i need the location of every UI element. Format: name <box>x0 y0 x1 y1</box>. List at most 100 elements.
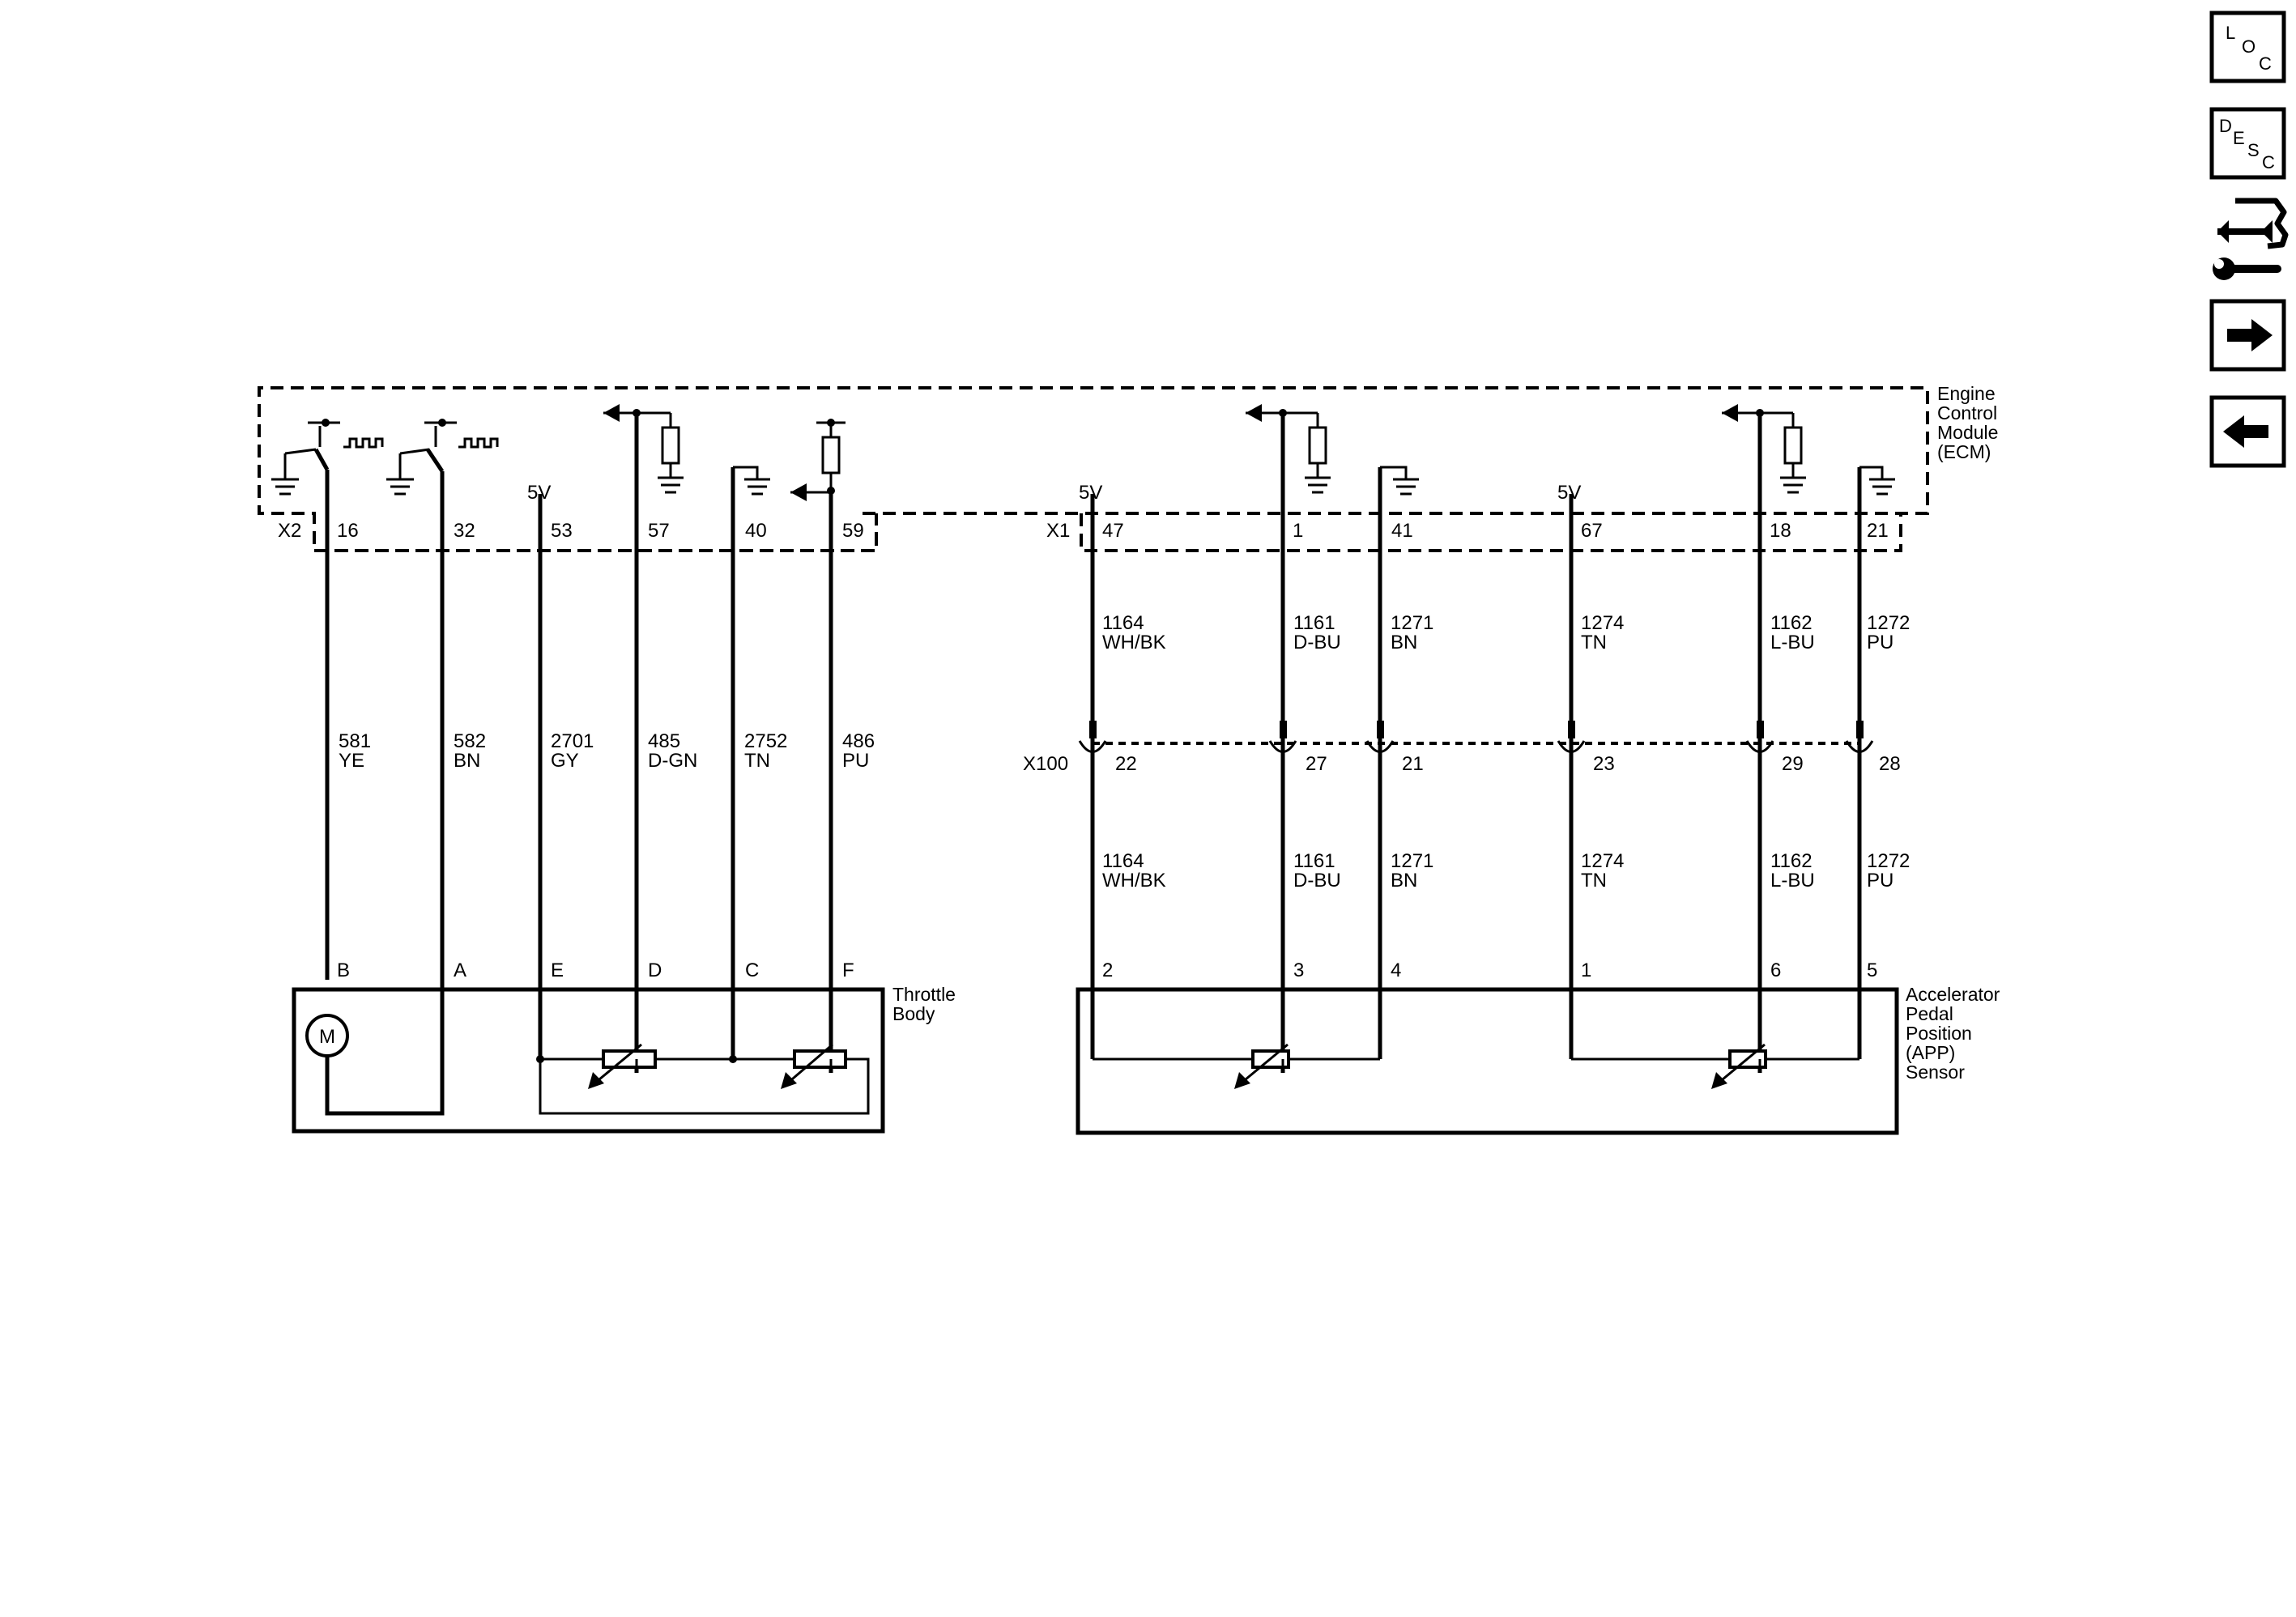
throttle-pin: C <box>745 960 759 981</box>
wire-circuit: 582 <box>454 730 486 752</box>
app-sensor-outline <box>1076 987 1899 1135</box>
location-button[interactable]: L O C <box>2209 11 2286 83</box>
ecm-motor-driver-2 <box>386 419 499 496</box>
app-pin: 4 <box>1391 960 1401 981</box>
wire-circuit: 1274 <box>1581 850 1624 872</box>
nav-toolbar: L O C D E S C <box>2209 11 2289 468</box>
wire-circuit: 1272 <box>1867 612 1910 634</box>
x1-connector-body <box>1080 513 1902 552</box>
x1-pin: 21 <box>1867 520 1889 542</box>
x100-terminal <box>1365 721 1395 753</box>
app-pin: 2 <box>1102 960 1113 981</box>
wire-color: PU <box>1867 632 1893 653</box>
app-sensor: Accelerator Pedal Position (APP) Sensor … <box>1076 960 2000 1135</box>
motor-label: M <box>319 1026 335 1048</box>
desc-letter-e: E <box>2233 128 2245 148</box>
throttle-pin: E <box>551 960 564 981</box>
wire-color: BN <box>454 750 480 772</box>
wire-circuit: 2752 <box>744 730 787 752</box>
ecm-low-reference-ground-3 <box>1859 466 1895 496</box>
app-sensor-label-line-1: Accelerator <box>1906 984 2000 1005</box>
x100-wire-labels: 1164 WH/BK 1161 D-BU 1271 BN 1274 TN 116… <box>1102 850 1910 891</box>
next-page-button[interactable] <box>2209 299 2286 372</box>
wire-circuit: 1161 <box>1293 850 1335 872</box>
throttle-body-label-line-1: Throttle <box>892 984 956 1005</box>
wire-color: GY <box>551 750 579 772</box>
x100-pin: 27 <box>1306 753 1327 775</box>
wire-circuit: 2701 <box>551 730 594 752</box>
arrow-left-icon <box>2223 415 2268 448</box>
x100-terminal <box>1745 721 1774 753</box>
ecm-tps1-input <box>603 404 684 494</box>
wire-color: YE <box>339 750 364 772</box>
x2-pin: 57 <box>648 520 670 542</box>
tps2-potentiometer <box>781 1043 847 1089</box>
tps1-potentiometer <box>588 1043 657 1089</box>
wire-circuit: 1271 <box>1391 612 1433 634</box>
desc-letter-c: C <box>2262 152 2275 172</box>
arrow-right-icon <box>2227 319 2273 351</box>
previous-page-button[interactable] <box>2209 395 2286 468</box>
tools-icon <box>2213 198 2289 280</box>
wire-color: BN <box>1391 632 1417 653</box>
app-sensor-label-line-3: Position <box>1906 1023 1972 1044</box>
wire-circuit: 486 <box>842 730 875 752</box>
wire-color: BN <box>1391 870 1417 891</box>
wire-color: L-BU <box>1770 870 1815 891</box>
wire-circuit: 1162 <box>1770 850 1813 872</box>
wire-color: TN <box>1581 632 1607 653</box>
x1-pin: 18 <box>1770 520 1791 542</box>
x1-pin: 67 <box>1581 520 1603 542</box>
throttle-body-outline <box>292 987 885 1134</box>
x100-pin: 29 <box>1782 753 1804 775</box>
wire-circuit: 1164 <box>1102 612 1144 634</box>
x100-terminal <box>1078 721 1107 753</box>
x100-pin: 28 <box>1879 753 1901 775</box>
ecm-label-line-3: Module <box>1937 422 1998 443</box>
description-button[interactable]: D E S C <box>2209 107 2286 180</box>
app-pin: 1 <box>1581 960 1591 981</box>
throttle-body-label-line-2: Body <box>892 1003 935 1024</box>
x1-wires: 1164 WH/BK 1161 D-BU 1271 BN 1274 TN 116… <box>1090 413 1910 1073</box>
x100-pin: 23 <box>1593 753 1615 775</box>
throttle-pin: A <box>454 960 466 981</box>
x2-pin: 53 <box>551 520 573 542</box>
x100-pin: 22 <box>1115 753 1137 775</box>
wire-color: PU <box>1867 870 1893 891</box>
x2-connector-label: X2 <box>278 520 301 542</box>
loc-letter-o: O <box>2242 36 2256 57</box>
wire-color: TN <box>1581 870 1607 891</box>
x1-connector-label: X1 <box>1046 520 1070 542</box>
ecm-low-reference-ground-1 <box>733 466 770 496</box>
ecm-label-line-1: Engine <box>1937 383 1996 404</box>
loc-letter-c: C <box>2259 53 2272 74</box>
wire-circuit: 1162 <box>1770 612 1813 634</box>
motor-symbol <box>305 1014 349 1057</box>
ecm-app1-input <box>1246 404 1331 494</box>
tools-button[interactable] <box>2213 198 2289 280</box>
ecm-app2-input <box>1722 404 1806 494</box>
wire-circuit: 1274 <box>1581 612 1624 634</box>
ecm-module: Engine Control Module (ECM) X2 X1 5V <box>258 383 1998 552</box>
ecm-label-line-2: Control <box>1937 402 1997 423</box>
wire-circuit: 1272 <box>1867 850 1910 872</box>
ecm-tps2-input <box>790 419 846 501</box>
throttle-pin: F <box>842 960 854 981</box>
wire-color: TN <box>744 750 770 772</box>
x1-pin: 41 <box>1391 520 1413 542</box>
ecm-label-line-4: (ECM) <box>1937 441 1991 462</box>
ecm-low-reference-ground-2 <box>1380 466 1419 496</box>
ecm-motor-driver-1 <box>271 419 384 496</box>
x1-pin: 47 <box>1102 520 1124 542</box>
x100-connector: X100 22 27 21 23 29 28 <box>1023 721 1901 775</box>
wire-color: WH/BK <box>1102 632 1166 653</box>
x2-pin: 40 <box>745 520 767 542</box>
loc-letter-l: L <box>2226 23 2235 43</box>
throttle-pin: B <box>337 960 350 981</box>
x2-wires: 581 YE 582 BN 2701 GY 485 D-GN 2752 TN 4… <box>325 413 875 1073</box>
app-pin: 6 <box>1770 960 1781 981</box>
app-sensor-label-line-4: (APP) <box>1906 1042 1955 1063</box>
app-pin: 5 <box>1867 960 1877 981</box>
desc-letter-d: D <box>2219 116 2232 136</box>
